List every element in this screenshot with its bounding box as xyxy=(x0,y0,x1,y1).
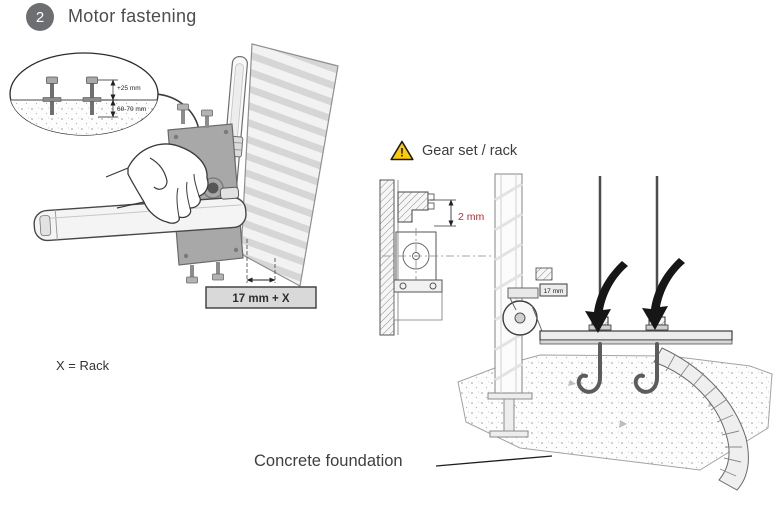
embed-dim-label: 60-70 mm xyxy=(117,106,146,113)
warning-exclamation: ! xyxy=(400,146,404,160)
concrete-foundation-caption: Concrete foundation xyxy=(254,452,403,470)
installer-hand xyxy=(105,143,209,224)
caption-leader-line xyxy=(435,455,553,467)
anchor-bolt xyxy=(82,76,102,115)
foundation-figure: 2 mm 17 mm xyxy=(379,173,773,491)
plate-thickness-dim: 17 mm xyxy=(535,267,568,297)
gate-panel xyxy=(240,43,339,287)
pull-down-arrow xyxy=(642,258,685,330)
offset-dim-label: 17 mm + X xyxy=(232,293,290,305)
gear-rack-warning: ! Gear set / rack xyxy=(390,140,517,161)
inset-dimension-lines xyxy=(98,79,118,118)
warning-icon: ! xyxy=(390,140,414,161)
gear-gap-dimension: 2 mm xyxy=(430,199,485,227)
step-number: 2 xyxy=(35,8,45,26)
anchor-j-bolt xyxy=(576,342,602,394)
step-number-badge: 2 xyxy=(26,3,54,31)
warning-label: Gear set / rack xyxy=(422,142,518,159)
gear-rack-section xyxy=(382,191,492,321)
anchor-bolt xyxy=(42,76,62,115)
conduit-tube xyxy=(653,347,749,491)
anchor-detail-inset: +25 mm 60-70 mm xyxy=(9,52,159,136)
foundation-plate xyxy=(539,330,733,345)
motor-mounting-figure: +25 mm 60-70 mm 17 mm + X xyxy=(9,43,339,309)
gear-gap-label: 2 mm xyxy=(458,211,485,223)
gate-post xyxy=(494,173,523,394)
page-title: Motor fastening xyxy=(68,6,197,26)
protrusion-dim-label: +25 mm xyxy=(117,85,141,92)
wall-section xyxy=(379,179,399,336)
plate-dim-label: 17 mm xyxy=(544,288,564,295)
plate-bolts xyxy=(177,103,224,284)
rack-legend: X = Rack xyxy=(56,358,110,373)
anchor-j-bolt xyxy=(633,342,659,394)
pull-down-arrow xyxy=(585,261,628,333)
guide-wheel xyxy=(502,287,543,336)
offset-dimension: 17 mm + X xyxy=(205,239,317,309)
post-anchor-base xyxy=(487,392,533,438)
